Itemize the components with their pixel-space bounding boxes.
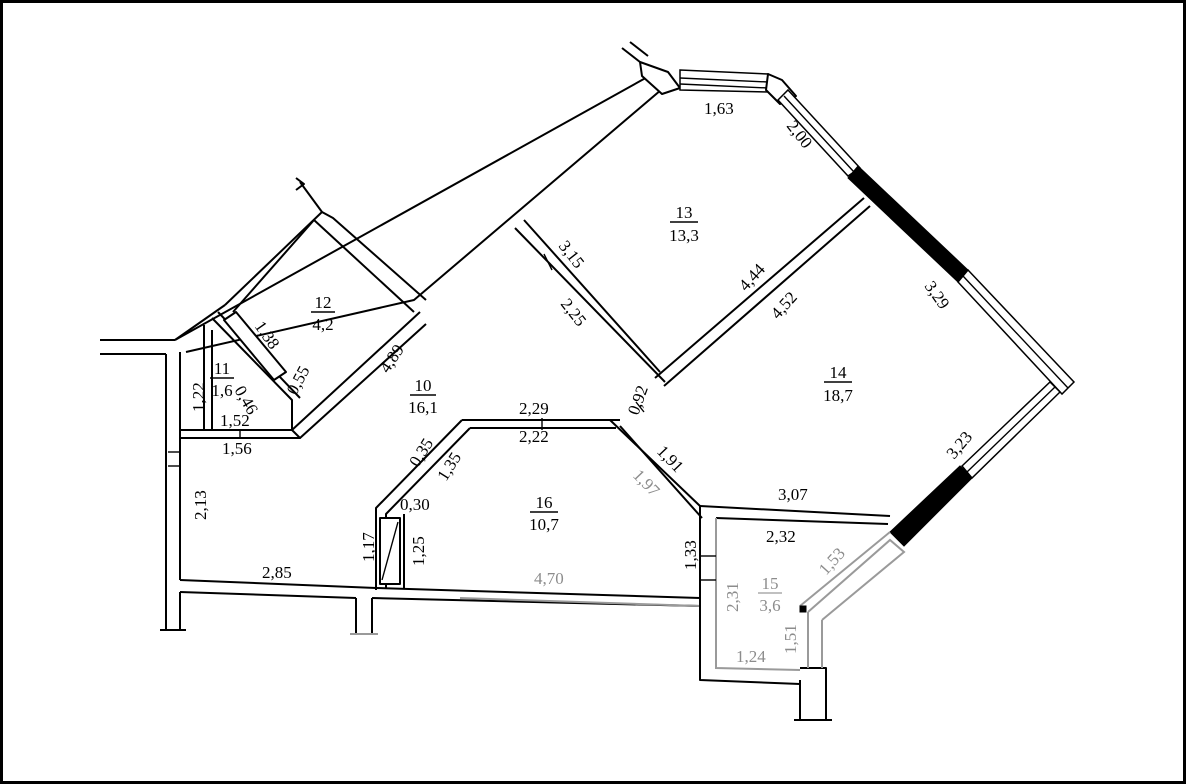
wall-room14-bottom-2	[715, 517, 889, 525]
room-10-label: 10 16,1	[408, 376, 438, 417]
dim-label: 4,89	[376, 341, 408, 376]
dim-label: 1,22	[189, 382, 208, 412]
dim-label: 0,30	[400, 495, 430, 514]
wall-exterior-diagonal-outer	[174, 69, 661, 341]
dim-label: 3,15	[555, 237, 588, 272]
wall-room16-right-diag-2	[619, 425, 703, 519]
dim-label: 1,24	[736, 647, 766, 666]
room-11-label: 11 1,6	[210, 359, 234, 400]
dim-label: 1,33	[681, 540, 700, 570]
wall-room13-left-2	[523, 219, 661, 373]
room-11-number: 11	[214, 359, 230, 378]
wall-bottom-grey	[459, 597, 701, 607]
dim-label: 0,35	[405, 435, 437, 470]
wall-room15-left	[699, 506, 801, 685]
dim-label: 1,63	[704, 99, 734, 118]
dim-label: 3,07	[778, 485, 808, 504]
room-15-label: 15 3,6	[758, 574, 782, 615]
dim-label: 1,51	[781, 624, 800, 654]
dim-label: 0,55	[283, 363, 314, 398]
dim-label: 3,29	[921, 277, 954, 312]
wall-room12-left	[224, 211, 323, 306]
room-16-label: 16 10,7	[529, 493, 559, 534]
wall-room13-right	[654, 197, 865, 379]
room-14-number: 14	[830, 363, 848, 382]
wall-room12-left-inner	[232, 219, 315, 313]
wall-room13-left	[514, 227, 666, 383]
pin-room15	[799, 605, 807, 613]
wall-exterior-diagonal-inner	[185, 83, 669, 353]
dim-label: 1,53	[815, 544, 849, 579]
duct-room11	[223, 311, 287, 381]
room-14-label: 14 18,7	[823, 363, 853, 405]
wall-room16-right-diag	[609, 419, 701, 507]
room-13-number: 13	[676, 203, 693, 222]
wall-bottom-outer	[179, 579, 701, 599]
dim-label: 1,97	[629, 466, 664, 501]
wall-room11-diag	[211, 317, 293, 430]
wall-room15-left-grey	[715, 518, 801, 671]
dim-label: 4,52	[767, 288, 801, 323]
wall-room15-bottom-stub	[800, 667, 827, 720]
dimension-ticks	[168, 253, 716, 581]
wall-room12-top	[321, 211, 427, 301]
dim-label: 1,35	[433, 449, 465, 484]
wall-room13-right-2	[663, 205, 871, 387]
room-13-area: 13,3	[669, 226, 699, 245]
wall-stub-top	[295, 177, 305, 191]
room-16-area: 10,7	[529, 515, 559, 534]
room-15-area: 3,6	[759, 596, 780, 615]
wall-bottom-inner	[179, 591, 357, 599]
room-13-label: 13 13,3	[669, 203, 699, 245]
pier-room14-top	[847, 165, 969, 283]
dim-label: 2,85	[262, 563, 292, 582]
dim-label: 2,32	[766, 527, 796, 546]
dim-label: 1,17	[359, 532, 378, 562]
dim-label: 2,31	[723, 582, 742, 612]
room-labels: 10 16,1 11 1,6 12 4,2 13 13,3 14 18,7 15…	[210, 203, 853, 615]
walls	[100, 41, 1076, 721]
dim-label: 2,22	[519, 427, 549, 446]
window-bay-left-block	[639, 61, 681, 95]
room-12-number: 12	[315, 293, 332, 312]
wall-room12-bottom-2	[299, 323, 427, 439]
wall-room12-top-inner	[313, 219, 415, 313]
wall-room12-bottom	[291, 311, 421, 431]
room-12-label: 12 4,2	[311, 293, 335, 334]
room-10-area: 16,1	[408, 398, 438, 417]
dim-label: 1,91	[653, 442, 687, 477]
dim-label: 4,70	[534, 569, 564, 588]
room-10-number: 10	[415, 376, 432, 395]
room-12-area: 4,2	[312, 315, 333, 334]
dim-label: 1,25	[409, 536, 428, 566]
room-16-number: 16	[536, 493, 553, 512]
wall-top-stub	[621, 47, 641, 63]
dim-label: 0,92	[624, 383, 652, 417]
wall-top-stub-2	[629, 41, 649, 57]
dim-label: 1,52	[220, 411, 250, 430]
wall-room16-left-diag	[375, 419, 463, 590]
dim-label: 2,13	[191, 490, 210, 520]
wall-stub-top-2	[299, 181, 323, 213]
room-11-area: 1,6	[211, 381, 232, 400]
dim-label: 1,56	[222, 439, 252, 458]
dim-label: 4,44	[735, 259, 769, 294]
dim-label: 2,29	[519, 399, 549, 418]
wall-room11-top	[174, 304, 226, 341]
wall-room15-bay	[807, 538, 906, 621]
wall-room14-bottom	[699, 505, 891, 517]
room-15-number: 15	[762, 574, 779, 593]
room-14-area: 18,7	[823, 386, 853, 405]
pier-room14-bottom	[889, 465, 973, 547]
